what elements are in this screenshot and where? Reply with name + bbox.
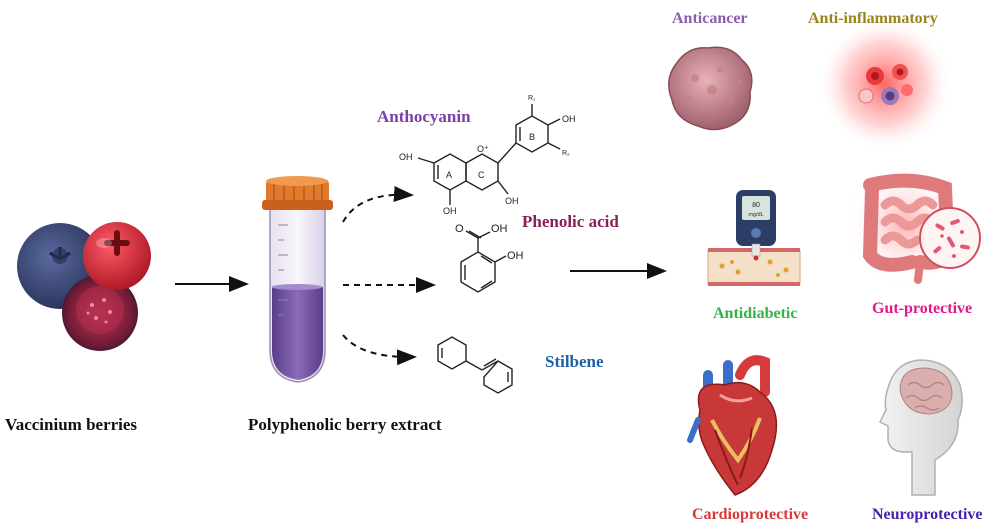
svg-text:O: O: [455, 223, 464, 235]
svg-text:A: A: [446, 170, 452, 180]
svg-text:OH: OH: [507, 250, 524, 262]
brain-head-icon: [878, 359, 963, 496]
neuroprotective-label: Neuroprotective: [872, 506, 983, 523]
intestine-icon: [843, 163, 981, 287]
cardioprotective-label: Cardioprotective: [692, 506, 809, 523]
svg-text:C: C: [478, 170, 485, 180]
phenolic-acid-labels: O OH OH: [455, 223, 524, 262]
svg-text:OH: OH: [443, 206, 457, 216]
svg-text:OH: OH: [505, 196, 519, 206]
anti-inflammatory-label: Anti-inflammatory: [808, 10, 938, 27]
extract-label: Polyphenolic berry extract: [248, 415, 442, 434]
svg-text:OH: OH: [562, 114, 576, 124]
anthocyanin-structure: [417, 104, 561, 205]
gut-protective-label: Gut-protective: [872, 300, 973, 317]
svg-text:R₂: R₂: [562, 150, 570, 157]
tube-icon: [262, 176, 333, 383]
svg-text:B: B: [529, 132, 535, 142]
inflammation-icon: [817, 16, 953, 152]
svg-text:OH: OH: [491, 223, 508, 235]
svg-text:R₁: R₁: [528, 95, 536, 102]
glucometer-icon: 80 mg/dL: [707, 190, 801, 286]
phenolic-acid-structure: [460, 230, 507, 293]
extract-arrows: [342, 186, 436, 366]
stilbene-structure: [437, 336, 513, 394]
anthocyanin-label: Anthocyanin: [377, 107, 471, 126]
anticancer-label: Anticancer: [672, 10, 748, 27]
heart-icon: [687, 355, 778, 496]
vaccinium-berries-label: Vaccinium berries: [5, 415, 138, 434]
cut-berry-icon: [62, 275, 138, 351]
glucometer-unit: mg/dL: [748, 212, 763, 218]
anthocyanin-labels: OH OH OH OH O⁺ A C B R₁ R₂: [399, 95, 576, 216]
svg-text:O⁺: O⁺: [477, 144, 489, 154]
antidiabetic-label: Antidiabetic: [713, 305, 798, 322]
svg-text:OH: OH: [399, 152, 413, 162]
phenolic-acid-label: Phenolic acid: [522, 212, 619, 231]
stilbene-label: Stilbene: [545, 352, 604, 371]
cranberry-icon: [83, 222, 151, 290]
cancer-cell-icon: [668, 46, 753, 131]
glucometer-value: 80: [752, 202, 760, 209]
